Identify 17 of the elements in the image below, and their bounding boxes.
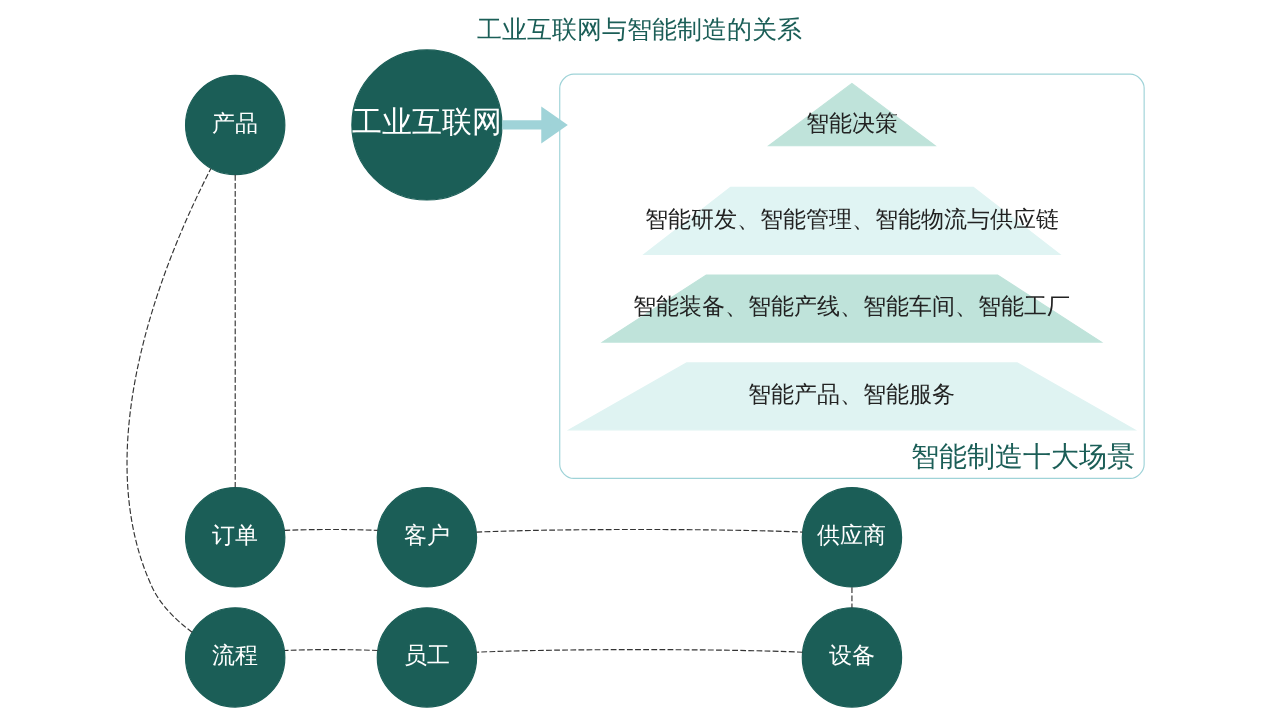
connector	[284, 528, 379, 531]
node-circle: 供应商	[801, 487, 903, 588]
node-circle: 工业互联网	[351, 49, 503, 201]
connector	[126, 167, 212, 633]
arrow	[502, 106, 568, 144]
node-circle: 产品	[184, 74, 286, 176]
connector	[234, 174, 236, 488]
connector	[476, 528, 804, 533]
node-circle: 流程	[184, 607, 286, 708]
diagram-title: 工业互联网与智能制造的关系	[477, 13, 803, 44]
connector	[284, 649, 379, 652]
node-circle: 订单	[184, 487, 286, 588]
node-circle: 员工	[376, 607, 478, 708]
connector	[476, 649, 804, 653]
connector	[851, 586, 853, 609]
node-circle: 客户	[376, 487, 478, 588]
node-circle: 设备	[801, 607, 903, 708]
